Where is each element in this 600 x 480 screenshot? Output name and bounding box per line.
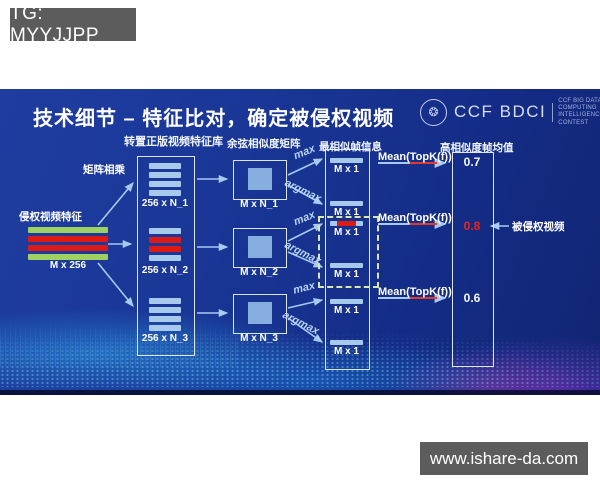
blue-frame-bar <box>149 163 181 169</box>
blue-frame-bar <box>149 228 181 234</box>
similar-frame-label: M x 1 <box>333 207 359 218</box>
similar-frame-bar <box>330 201 363 206</box>
site-watermark-badge: www.ishare-da.com <box>420 442 588 475</box>
header-similar: 最相似帧信息 <box>319 141 382 153</box>
logo-caption: CCF BIG DATA & COMPUTING INTELLIGENCE CO… <box>558 98 600 127</box>
mean-topk-label-1: Mean(TopK(f)) <box>378 151 452 163</box>
logo-divider <box>552 102 554 122</box>
mean-value-2: 0.8 <box>463 219 481 233</box>
cosine-box-3-label: M x N_3 <box>240 333 278 344</box>
cosine-box-1-label: M x N_1 <box>240 199 278 210</box>
slide-title: 技术细节 – 特征比对，确定被侵权视频 <box>33 108 395 130</box>
result-label: 被侵权视频 <box>512 221 565 233</box>
similar-frames-box <box>325 149 370 370</box>
header-cosine: 余弦相似度矩阵 <box>227 138 301 150</box>
similar-frame-bar <box>330 263 363 268</box>
cosine-box-1 <box>233 160 287 200</box>
similar-frame-label: M x 1 <box>333 346 359 357</box>
green-frame-bar <box>28 254 108 260</box>
arrow-argmax-2 <box>287 251 324 268</box>
library-stack-3 <box>149 298 181 334</box>
red-frame-bar <box>149 246 181 252</box>
arrow-max-1 <box>287 158 324 176</box>
library-box <box>137 156 195 356</box>
mean-value-1: 0.7 <box>463 155 481 169</box>
flow-arrows <box>97 158 509 343</box>
arrow-argmax-1 <box>287 184 324 205</box>
cosine-matrix-fill <box>248 302 272 324</box>
red-frame-bar <box>28 245 108 251</box>
red-frame-bar <box>149 237 181 243</box>
ccf-bdci-logo: ❂ CCF BDCI CCF BIG DATA & COMPUTING INTE… <box>420 98 600 127</box>
feature-label: 侵权视频特征 <box>19 211 82 223</box>
slide: 技术细节 – 特征比对，确定被侵权视频 ❂ CCF BDCI CCF BIG D… <box>0 89 600 395</box>
similar-frame-label: M x 1 <box>333 164 359 175</box>
cosine-matrix-fill <box>248 236 272 258</box>
cosine-box-2-label: M x N_2 <box>240 267 278 278</box>
feature-matrix <box>28 227 108 263</box>
blue-frame-bar <box>149 325 181 331</box>
arrow-argmax-3 <box>287 317 324 343</box>
similar-frame-bar <box>330 299 363 304</box>
cosine-matrix-fill <box>248 168 272 190</box>
mean-values-box <box>452 152 494 367</box>
feature-matrix-label: M x 256 <box>49 260 87 271</box>
header-mean: 高相似度帧均值 <box>440 142 514 154</box>
library-stack-3-label: 256 x N_3 <box>141 333 189 344</box>
similar-frame-bar <box>330 158 363 163</box>
mean-topk-label-2: Mean(TopK(f)) <box>378 212 452 224</box>
ccf-bdci-wordmark: CCF BDCI <box>454 102 547 122</box>
header-library: 转置正版视频特征库 <box>124 136 223 148</box>
cosine-box-3 <box>233 294 287 334</box>
similar-frame-bar-matched <box>330 221 363 226</box>
blue-frame-bar <box>149 316 181 322</box>
blue-frame-bar <box>149 298 181 304</box>
similar-frame-label: M x 1 <box>333 305 359 316</box>
blue-frame-bar <box>149 172 181 178</box>
blue-frame-bar <box>149 190 181 196</box>
logo-caption-line2: INTELLIGENCE CONTEST <box>558 112 600 126</box>
similar-frame-label: M x 1 <box>333 227 359 238</box>
red-frame-bar <box>28 236 108 242</box>
blue-frame-bar <box>149 307 181 313</box>
cosine-box-2 <box>233 228 287 268</box>
library-stack-2 <box>149 228 181 264</box>
library-stack-1 <box>149 163 181 199</box>
highlight-dashed-box <box>318 216 379 288</box>
library-stack-2-label: 256 x N_2 <box>141 265 189 276</box>
arrow-matmul-up <box>97 182 134 226</box>
arrow-matmul-down <box>97 262 134 307</box>
arrow-max-2 <box>287 223 324 242</box>
blue-frame-bar <box>149 181 181 187</box>
matmul-label: 矩阵相乘 <box>83 164 125 176</box>
green-frame-bar <box>28 227 108 233</box>
logo-caption-line1: CCF BIG DATA & COMPUTING <box>558 98 600 112</box>
blue-frame-bar <box>149 255 181 261</box>
tg-watermark-badge: TG: MYYJJPP <box>10 3 136 46</box>
ccf-seal-icon: ❂ <box>420 98 447 126</box>
mean-topk-label-3: Mean(TopK(f)) <box>378 286 452 298</box>
similar-frame-label: M x 1 <box>333 269 359 280</box>
slide-bottom-strip <box>0 390 600 395</box>
similar-frame-bar <box>330 340 363 345</box>
mean-value-3: 0.6 <box>463 291 481 305</box>
arrow-max-3 <box>287 298 324 309</box>
library-stack-1-label: 256 x N_1 <box>141 198 189 209</box>
